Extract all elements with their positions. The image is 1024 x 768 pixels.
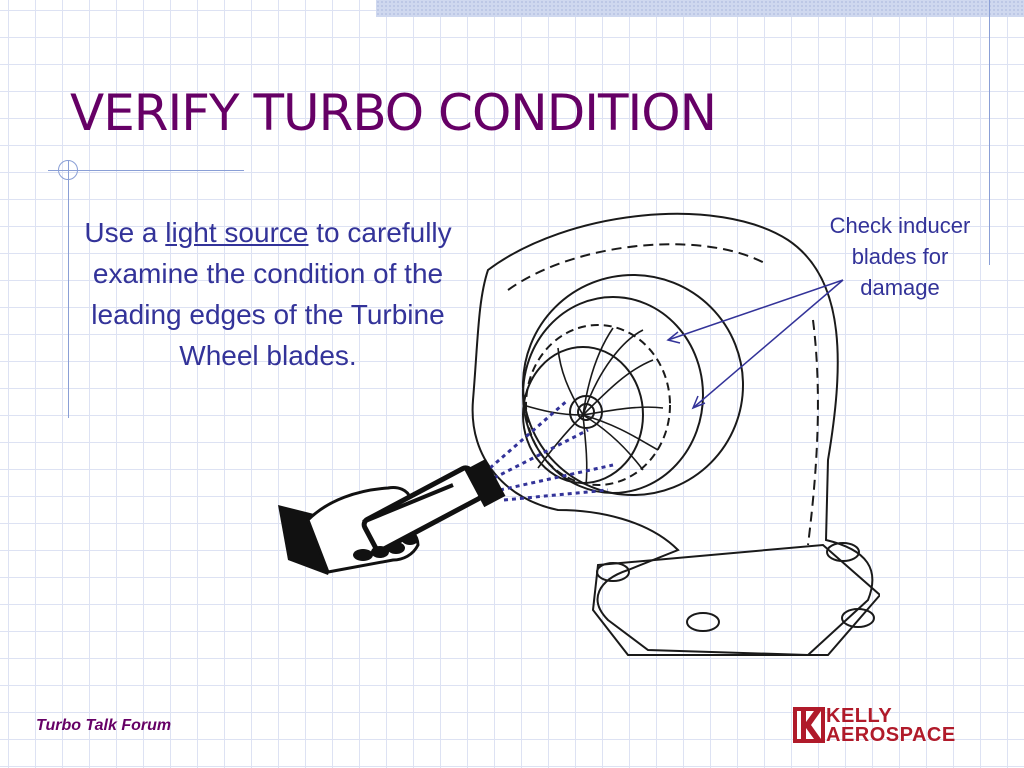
decorative-title-underline (48, 170, 244, 171)
kelly-aerospace-logo-mark (793, 707, 825, 743)
flashlight-hand-icon (278, 458, 506, 575)
turbocharger-illustration (278, 212, 880, 657)
top-decorative-band (376, 0, 1024, 17)
logo-text-line1: KELLY (826, 705, 893, 727)
slide-title: VERIFY TURBO CONDITION (70, 84, 717, 142)
body-text: Use a light source to carefully examine … (84, 212, 452, 376)
callout-text: Check inducer blades for damage (829, 213, 971, 300)
decorative-circle (58, 160, 78, 180)
decorative-vertical-line-right (989, 0, 990, 265)
body-text-suffix: to carefully examine the condition of th… (91, 217, 452, 371)
logo-text-line2: AEROSPACE (826, 724, 956, 746)
footer-text: Turbo Talk Forum (36, 717, 172, 734)
kelly-aerospace-logo: KELLY AEROSPACE (792, 704, 970, 748)
body-text-prefix: Use a (84, 217, 166, 248)
decorative-vertical-line-left (68, 160, 69, 418)
light-source-link: light source (165, 217, 309, 248)
